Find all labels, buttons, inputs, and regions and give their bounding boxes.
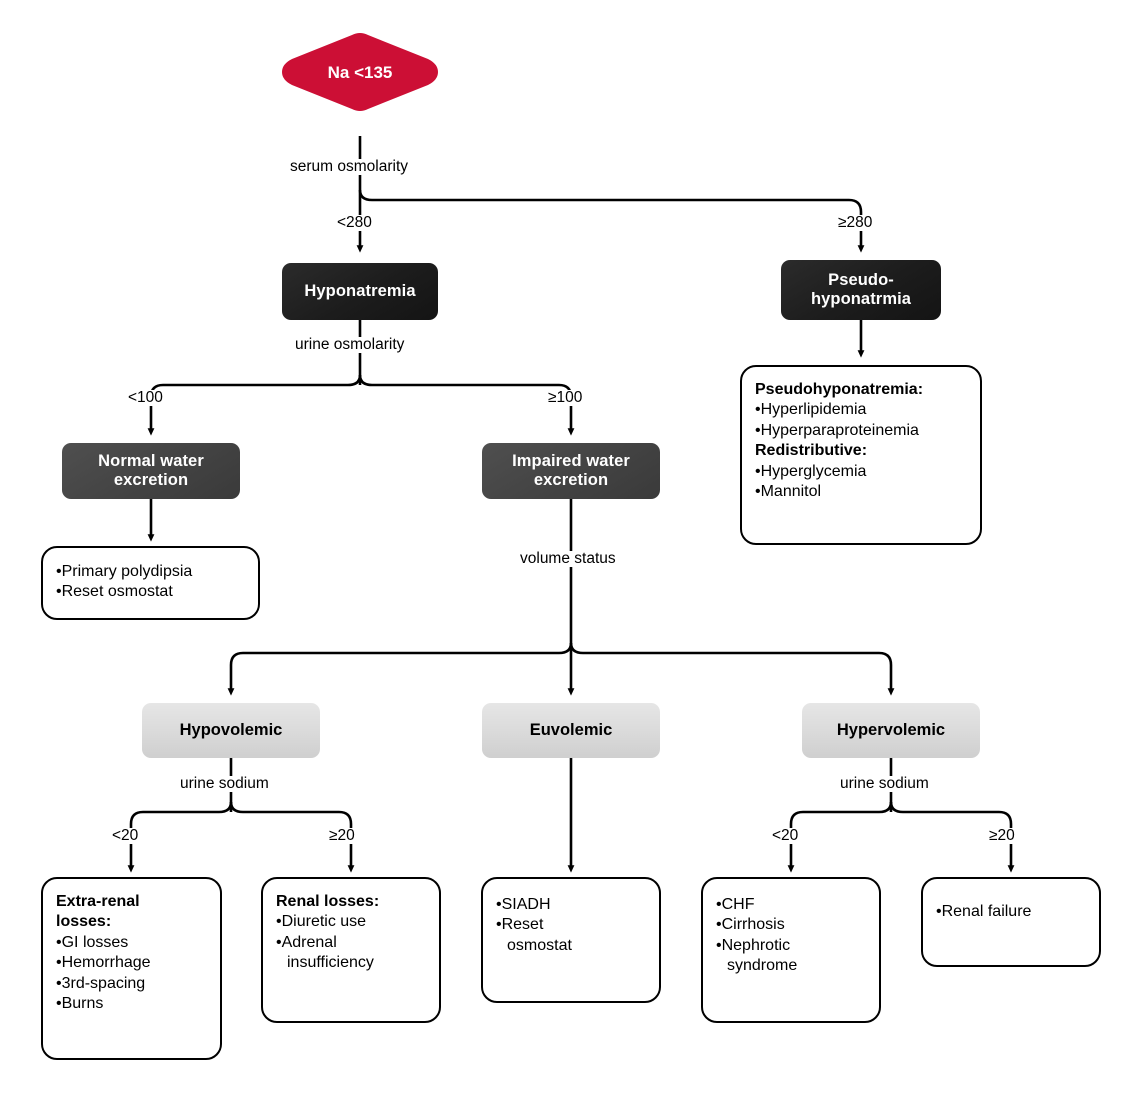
leaf-item: •Reset osmostat [56, 583, 173, 601]
diamond-shape [282, 33, 438, 111]
root-diamond-label: Na <135 [327, 63, 393, 82]
node-pseudo-hyponatremia[interactable]: Pseudo- hyponatrmia [781, 260, 941, 320]
edge-label-hypo-ge20: ≥20 [327, 827, 357, 844]
edge-label-urine-osmolarity: urine osmolarity [293, 336, 407, 353]
edge-hypo-na-lt20 [127, 801, 233, 873]
edge-volume-split-right [569, 642, 895, 696]
node-normal-water-excretion[interactable]: Normal water excretion [62, 443, 240, 499]
node-euvolemic[interactable]: Euvolemic [482, 703, 660, 758]
leaf-item: •Mannitol [755, 483, 822, 501]
root-diamond [282, 33, 438, 111]
leaf-item: •Diuretic use [276, 913, 367, 931]
leaf-item: •Adrenal insufficiency [276, 933, 374, 972]
leaf-euvolemic-causes[interactable]: •SIADH •Reset osmostat [481, 877, 661, 1003]
leaf-heading: Renal losses: [276, 893, 380, 910]
leaf-item: •Hyperlipidemia [755, 401, 867, 419]
edge-label-ge100: ≥100 [546, 389, 585, 406]
leaf-renal-losses[interactable]: Renal losses: •Diuretic use •Adrenal ins… [261, 877, 441, 1023]
leaf-hypervolemic-causes[interactable]: •CHF •Cirrhosis •Nephrotic syndrome [701, 877, 881, 1023]
leaf-item: •Burns [56, 995, 104, 1013]
leaf-item: •Hemorrhage [56, 954, 151, 972]
leaf-item: •Cirrhosis [716, 916, 785, 934]
leaf-item: •3rd-spacing [56, 974, 146, 992]
edge-label-urine-sodium-left: urine sodium [178, 775, 271, 792]
leaf-item: •SIADH [496, 896, 551, 913]
leaf-renal-failure[interactable]: •Renal failure [921, 877, 1101, 967]
edge-label-serum-osmolarity: serum osmolarity [288, 158, 410, 175]
node-impaired-water-excretion[interactable]: Impaired water excretion [482, 443, 660, 499]
leaf-item: •Primary polydipsia [56, 563, 193, 580]
node-hypovolemic[interactable]: Hypovolemic [142, 703, 320, 758]
leaf-heading: Pseudohyponatremia: [755, 381, 924, 398]
edge-label-lt100: <100 [126, 389, 165, 406]
edge-label-hyper-lt20: <20 [770, 827, 801, 844]
node-hypervolemic[interactable]: Hypervolemic [802, 703, 980, 758]
edge-label-ge280: ≥280 [836, 214, 875, 231]
edge-label-lt280: <280 [335, 214, 374, 231]
edge-split-right-to-pseudo [358, 189, 865, 253]
edge-urine-split-left [147, 374, 362, 436]
leaf-item: •CHF [716, 896, 755, 913]
node-hyponatremia[interactable]: Hyponatremia [282, 263, 438, 320]
leaf-pseudohyponatremia-causes[interactable]: Pseudohyponatremia: •Hyperlipidemia •Hyp… [740, 365, 982, 545]
leaf-item: •Hyperglycemia [755, 462, 867, 480]
edge-urine-split-right [358, 374, 575, 436]
leaf-heading: Extra-renal losses: [56, 893, 140, 931]
edge-label-urine-sodium-right: urine sodium [838, 775, 931, 792]
leaf-item: •Nephrotic syndrome [716, 936, 798, 975]
leaf-item: •Reset osmostat [496, 916, 572, 954]
edge-hypo-na-ge20 [229, 801, 355, 873]
leaf-heading: Redistributive: [755, 442, 868, 460]
edge-hyper-na-ge20 [889, 801, 1015, 873]
edge-label-hypo-lt20: <20 [110, 827, 141, 844]
edge-volume-split-left [227, 642, 573, 696]
leaf-item: •Renal failure [936, 903, 1032, 920]
edge-hyper-na-lt20 [787, 801, 893, 873]
leaf-extra-renal-losses[interactable]: Extra-renal losses: •GI losses •Hemorrha… [41, 877, 222, 1060]
leaf-item: •Hyperparaproteinemia [755, 421, 919, 439]
leaf-normal-water-excretion-causes[interactable]: •Primary polydipsia •Reset osmostat [41, 546, 260, 620]
leaf-item: •GI losses [56, 933, 129, 951]
edge-label-volume-status: volume status [518, 550, 618, 567]
edge-label-hyper-ge20: ≥20 [987, 827, 1017, 844]
